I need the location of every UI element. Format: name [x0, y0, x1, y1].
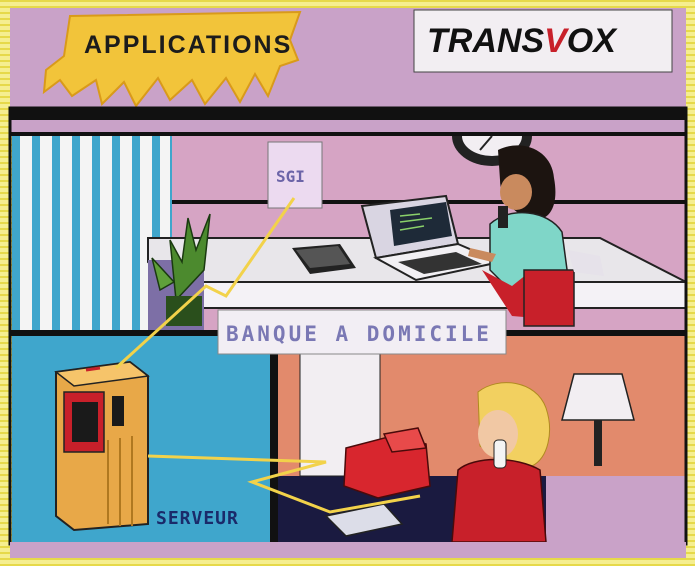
sgi-label: SGI	[276, 167, 305, 186]
armchair-icon	[343, 427, 431, 499]
brand-prefix: TRANS	[427, 22, 544, 60]
banner	[217, 309, 507, 355]
brand-suffix: OX	[567, 22, 618, 60]
applications-label: APPLICATIONS	[84, 31, 292, 59]
office-top-line	[10, 132, 686, 136]
floor-book-icon	[324, 503, 404, 537]
applications-splash	[42, 10, 302, 108]
lamp-icon	[561, 373, 635, 466]
ceiling-band	[10, 108, 686, 120]
home-room-corner	[546, 476, 686, 542]
home-caller-figure	[451, 382, 550, 543]
cable-to-home	[147, 454, 421, 514]
plant-icon	[151, 213, 211, 326]
office-chair	[523, 269, 575, 327]
banque-a-domicile-label: BANQUE A DOMICILE	[226, 322, 492, 346]
ceiling-band-lower	[10, 120, 686, 134]
svg-text:TRANSVOX: TRANSVOX	[427, 22, 618, 60]
room-divider	[270, 336, 278, 542]
brand-logo-box	[413, 9, 673, 73]
bottom-frame	[10, 542, 686, 558]
sgi-sign	[267, 141, 323, 209]
cable-to-office	[114, 197, 296, 370]
desk-front	[199, 281, 687, 309]
office-worker-figure	[468, 145, 571, 320]
brand-mark: V	[544, 22, 570, 60]
serveur-label: SERVEUR	[156, 508, 239, 529]
server-tower-icon	[54, 360, 150, 532]
